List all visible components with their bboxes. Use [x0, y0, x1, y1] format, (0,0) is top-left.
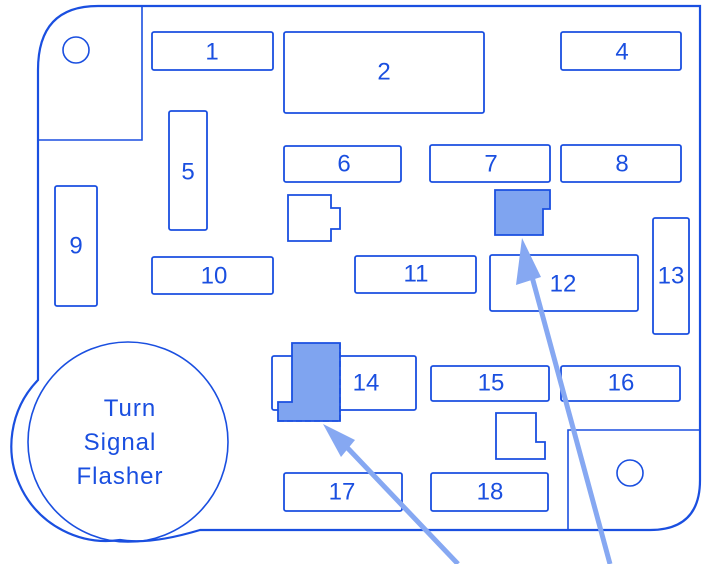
fuse-16[interactable]: 16: [560, 365, 681, 402]
relay-14-dashed-edge: [278, 343, 341, 422]
fuse-6-label: 6: [337, 151, 350, 178]
fuse-12[interactable]: 12: [489, 254, 639, 312]
fuse-4-label: 4: [615, 39, 628, 66]
relay-socket-empty-left[interactable]: [287, 194, 341, 242]
fuse-18[interactable]: 18: [430, 472, 549, 512]
fuse-2[interactable]: 2: [283, 31, 485, 114]
fuse-4[interactable]: 4: [560, 31, 682, 71]
fuse-10-label: 10: [201, 263, 228, 290]
fuse-9[interactable]: 9: [54, 185, 98, 307]
fuse-17[interactable]: 17: [283, 472, 403, 512]
fuse-7-label: 7: [484, 151, 497, 178]
mounting-corner-bottom-right: [567, 429, 700, 530]
flasher-label-line2: Signal: [84, 429, 157, 456]
fuse-7[interactable]: 7: [429, 144, 551, 183]
fuse-8-label: 8: [615, 151, 628, 178]
fuse-17-label: 17: [329, 479, 356, 506]
fuse-11[interactable]: 11: [354, 255, 477, 294]
arrow-to-relay-at-14: [323, 424, 460, 564]
fuse-11-label: 11: [404, 261, 429, 288]
fuse-15-label: 15: [478, 370, 505, 397]
fuse-10[interactable]: 10: [151, 256, 274, 295]
arrow-to-relay-near-7: [516, 238, 613, 564]
panel-outline: [10, 4, 702, 543]
relay-highlighted-near-7[interactable]: [494, 189, 551, 236]
fuse-5-label: 5: [181, 159, 194, 186]
turn-signal-flasher: Turn Signal Flasher: [27, 341, 229, 543]
fuse-16-label: 16: [608, 370, 635, 397]
mounting-hole-bottom-right: [616, 459, 644, 487]
fuse-15[interactable]: 15: [430, 365, 550, 402]
mounting-hole-top-left: [62, 36, 90, 64]
fuse-2-label: 2: [377, 59, 390, 86]
fuse-13[interactable]: 13: [652, 217, 690, 335]
fuse-6[interactable]: 6: [283, 145, 402, 183]
flasher-label-line1: Turn: [104, 395, 156, 422]
mounting-corner-top-left: [38, 6, 143, 141]
fuse-12-label: 12: [550, 271, 577, 298]
fuse-9-label: 9: [69, 233, 82, 260]
fuse-1-label: 1: [205, 39, 218, 66]
fuse-8[interactable]: 8: [560, 144, 682, 183]
fuse-1[interactable]: 1: [151, 31, 274, 71]
fuse-13-label: 13: [658, 263, 685, 290]
fuse-14-label: 14: [353, 370, 380, 397]
fuse-18-label: 18: [477, 479, 504, 506]
relay-socket-empty-bottom[interactable]: [495, 412, 546, 460]
flasher-label-line3: Flasher: [76, 463, 163, 490]
fuse-5[interactable]: 5: [168, 110, 208, 231]
